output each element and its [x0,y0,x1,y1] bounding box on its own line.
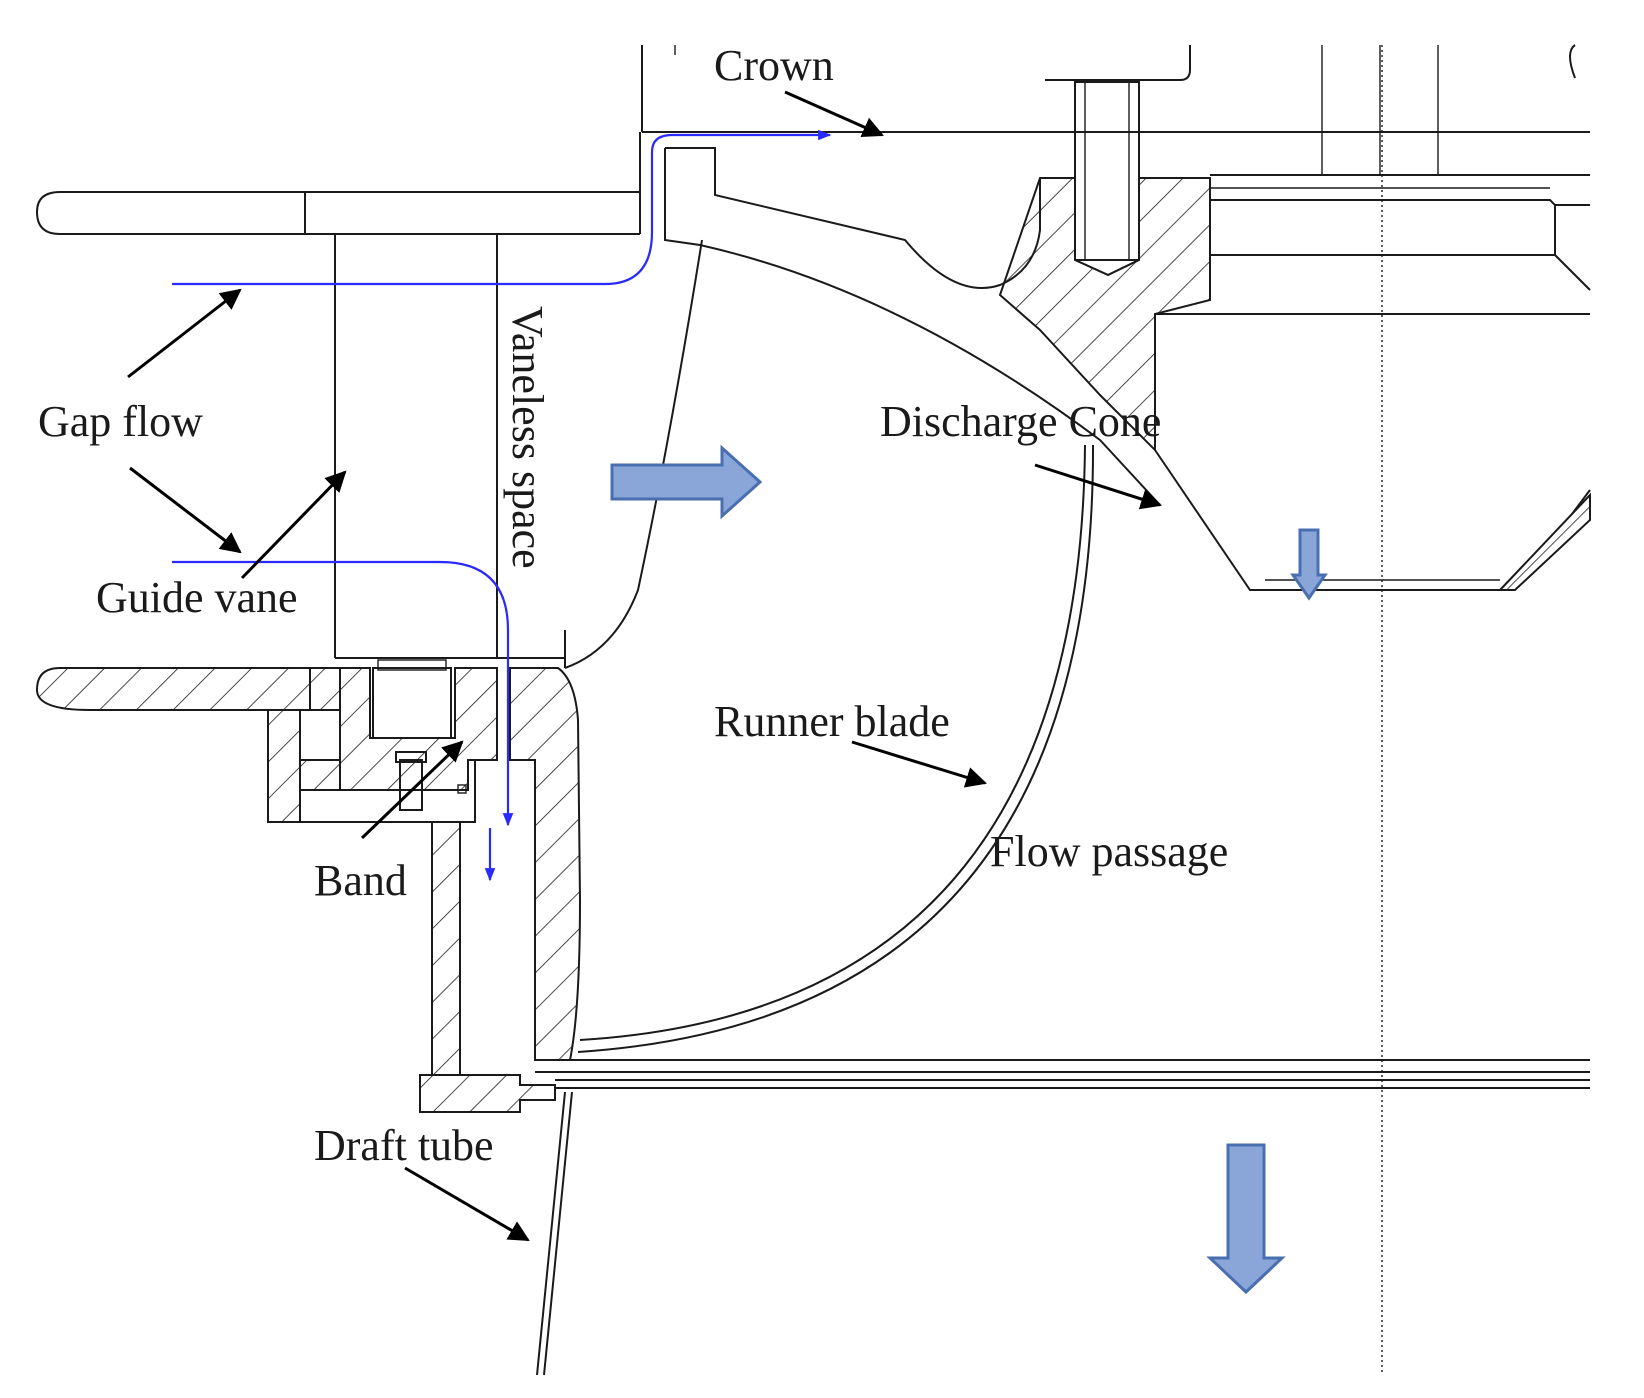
band-leader [360,740,464,840]
upper-gap-flow-line [172,129,832,286]
guide-vane-leader [240,470,347,580]
draft-tube-label: Draft tube [314,1121,494,1170]
crown-label: Crown [714,41,834,90]
gap-flow-label: Gap flow [38,397,203,446]
discharge-cone-leader [1034,463,1163,510]
guide-vane-label: Guide vane [96,573,298,622]
draft-tube-leader [404,1166,530,1242]
band-label: Band [314,856,407,905]
runner-blade-leader [851,740,988,788]
discharge-cone-label: Discharge Cone [880,397,1161,446]
gap-flow-leader-upper [127,288,242,379]
lower-gap-flow-line [172,560,514,827]
runner-blade-label: Runner blade [714,697,950,746]
band-structure [419,630,1590,1113]
inflow-arrow [610,444,763,520]
draft-tube-outflow-arrow [1206,1143,1286,1295]
runner-blade [564,239,1095,1053]
cone-discharge-arrow [1290,528,1328,601]
crown-leader [784,90,884,137]
gap-flow-leader-lower [129,466,242,554]
flow-passage-label: Flow passage [990,827,1228,876]
crown-structure [641,44,1591,591]
draft-tube-wall [536,1091,573,1376]
vaneless-space-label: Vaneless space [503,306,552,569]
